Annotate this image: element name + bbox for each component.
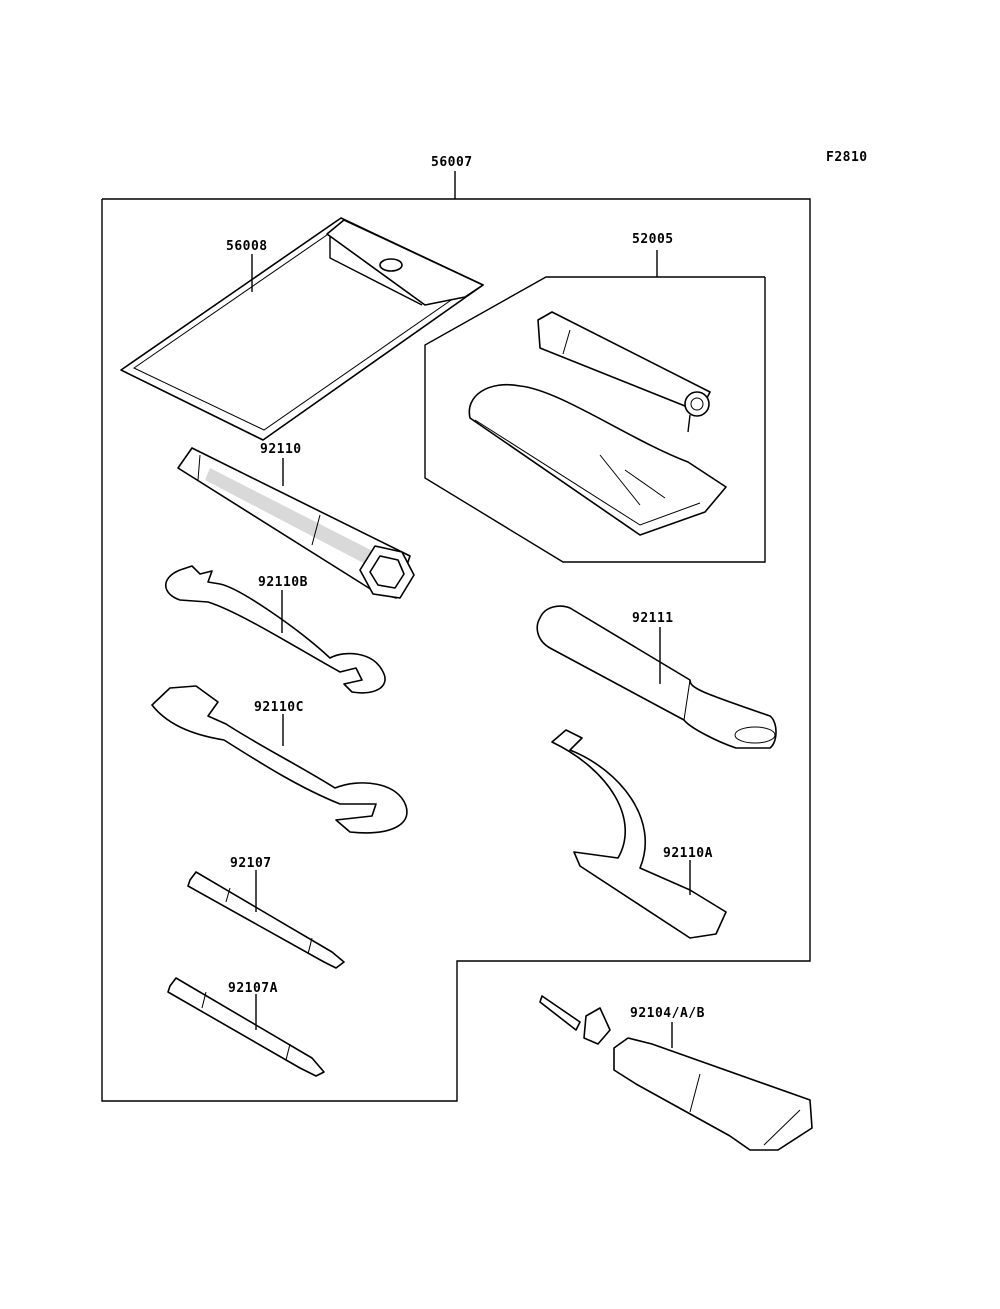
figure-code: F2810 [826, 150, 868, 165]
extension-handle [536, 605, 777, 749]
label-92111: 92111 [632, 611, 674, 626]
label-92107a: 92107A [228, 981, 278, 996]
label-52005: 52005 [632, 232, 674, 247]
repair-tube [539, 995, 813, 1151]
tool-pouch [120, 217, 484, 441]
label-92107: 92107 [230, 856, 272, 871]
label-92110a: 92110A [663, 846, 713, 861]
box-wrench [177, 447, 415, 599]
air-pump [537, 311, 711, 433]
kit-outline [101, 171, 811, 1102]
open-wrench-small [164, 565, 386, 694]
label-56008: 56008 [226, 239, 268, 254]
screwdriver-alt [167, 977, 325, 1077]
screwdriver [187, 870, 345, 969]
pump-bag [468, 384, 727, 536]
open-wrench-large [151, 685, 408, 834]
label-92110b: 92110B [258, 575, 308, 590]
label-92110c: 92110C [254, 700, 304, 715]
label-92104-a-b: 92104/A/B [630, 1006, 705, 1021]
hook-wrench [551, 729, 727, 939]
label-92110: 92110 [260, 442, 302, 457]
label-56007: 56007 [431, 155, 473, 170]
pump-kit-group [424, 250, 766, 563]
